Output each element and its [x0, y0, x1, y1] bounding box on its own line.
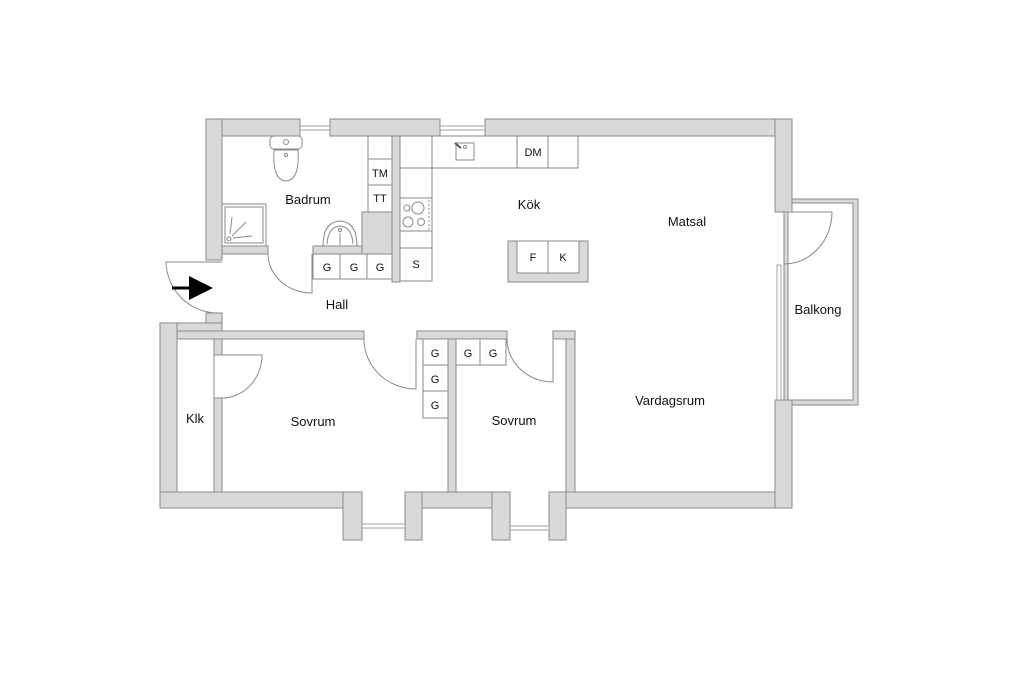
outer-walls — [159, 118, 793, 541]
room-label-kok: Kök — [518, 197, 541, 212]
wardrobe-label: G — [350, 262, 359, 274]
freezer-label: K — [559, 252, 567, 264]
doors — [165, 211, 833, 399]
washing-machine-label: TM — [372, 168, 388, 180]
dishwasher-label: DM — [524, 147, 541, 159]
entrance-arrow-icon — [172, 276, 213, 300]
room-label-vardagsrum: Vardagsrum — [635, 393, 705, 408]
room-labels: Badrum Kök Matsal Hall Balkong Vardagsru… — [186, 192, 842, 429]
room-label-matsal: Matsal — [668, 214, 706, 229]
storage-label: S — [412, 259, 419, 271]
windows — [299, 125, 782, 531]
toilet-icon — [269, 135, 303, 182]
bedroom-wardrobes: G G G G G — [422, 338, 507, 419]
sink-icon — [322, 220, 358, 247]
wardrobe-label: G — [323, 262, 332, 274]
fridge-label: F — [530, 252, 537, 264]
wardrobe-label: G — [431, 374, 440, 386]
wardrobe-label: G — [376, 262, 385, 274]
room-label-sovrum-1: Sovrum — [291, 414, 336, 429]
balcony — [783, 198, 859, 406]
room-label-klk: Klk — [186, 411, 205, 426]
hall-wardrobes: G G G — [312, 253, 393, 280]
kitchen-sink-icon — [454, 142, 475, 161]
wardrobe-label: G — [431, 348, 440, 360]
shower-icon — [221, 203, 267, 247]
wardrobe-label: G — [489, 348, 498, 360]
stove-icon — [402, 200, 430, 230]
bathroom-cabinets: TM TT — [367, 135, 393, 213]
interior-walls — [176, 135, 576, 493]
dryer-label: TT — [373, 193, 387, 205]
room-label-sovrum-2: Sovrum — [492, 413, 537, 428]
room-label-badrum: Badrum — [285, 192, 331, 207]
kitchen-island: F K — [507, 240, 589, 283]
wardrobe-label: G — [464, 348, 473, 360]
room-label-balkong: Balkong — [795, 302, 842, 317]
kitchen-counters: S DM — [399, 135, 579, 282]
wardrobe-label: G — [431, 400, 440, 412]
room-label-hall: Hall — [326, 297, 349, 312]
